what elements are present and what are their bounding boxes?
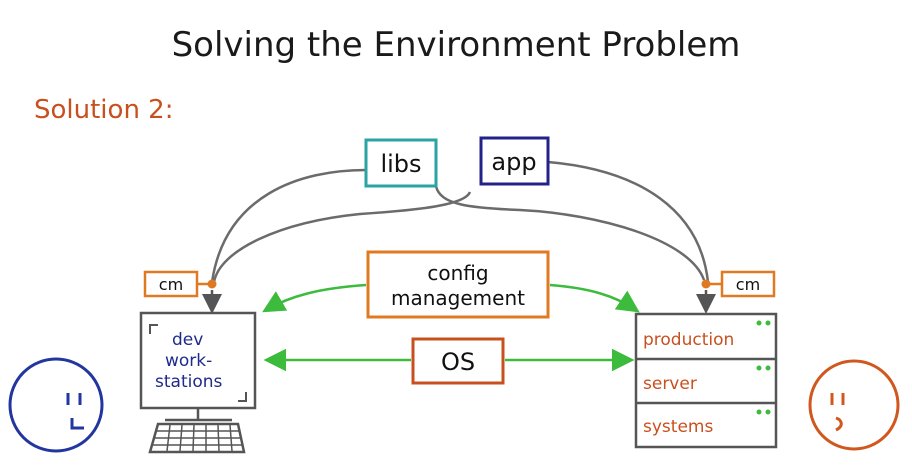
green-arrows (262, 283, 640, 372)
server-line-2: server (643, 374, 697, 394)
os-label: OS (441, 348, 475, 376)
cm-left-box: cm (143, 270, 222, 314)
app-label: app (491, 148, 536, 176)
config-label-line1: config (427, 261, 488, 285)
page-title: Solving the Environment Problem (172, 25, 741, 65)
arrow-config-to-dev (262, 283, 367, 313)
dev-line-2: work- (165, 351, 212, 371)
dependency-curves (210, 160, 710, 283)
libs-label: libs (380, 150, 421, 178)
cm-right-box: cm (696, 270, 776, 314)
smiley-face-left (8, 357, 104, 453)
curve-app-to-dev (212, 191, 472, 283)
solution-heading: Solution 2: (34, 95, 173, 125)
curve-libs-to-dev (210, 168, 367, 283)
server-line-3: systems (643, 417, 713, 437)
libs-box: libs (364, 138, 438, 188)
production-server: production server systems (634, 312, 778, 449)
os-box: OS (411, 337, 505, 385)
dev-line-3: stations (155, 372, 223, 392)
server-line-1: production (643, 330, 734, 350)
desktop-monitor-icon (139, 311, 257, 410)
config-management-box: config management (366, 250, 550, 319)
server-led-lights (756, 320, 771, 415)
arrow-config-to-server (549, 283, 640, 313)
dev-line-1: dev (172, 330, 203, 350)
dev-workstation: dev work- stations (139, 311, 257, 454)
keyboard-icon (148, 422, 246, 454)
server-rack-icon (634, 312, 778, 449)
smiley-face-right (808, 359, 900, 451)
curve-app-to-server (547, 160, 710, 283)
cm-right-label: cm (736, 275, 760, 294)
app-box: app (479, 136, 550, 186)
config-label-line2: management (391, 286, 525, 310)
cm-left-label: cm (159, 275, 183, 294)
